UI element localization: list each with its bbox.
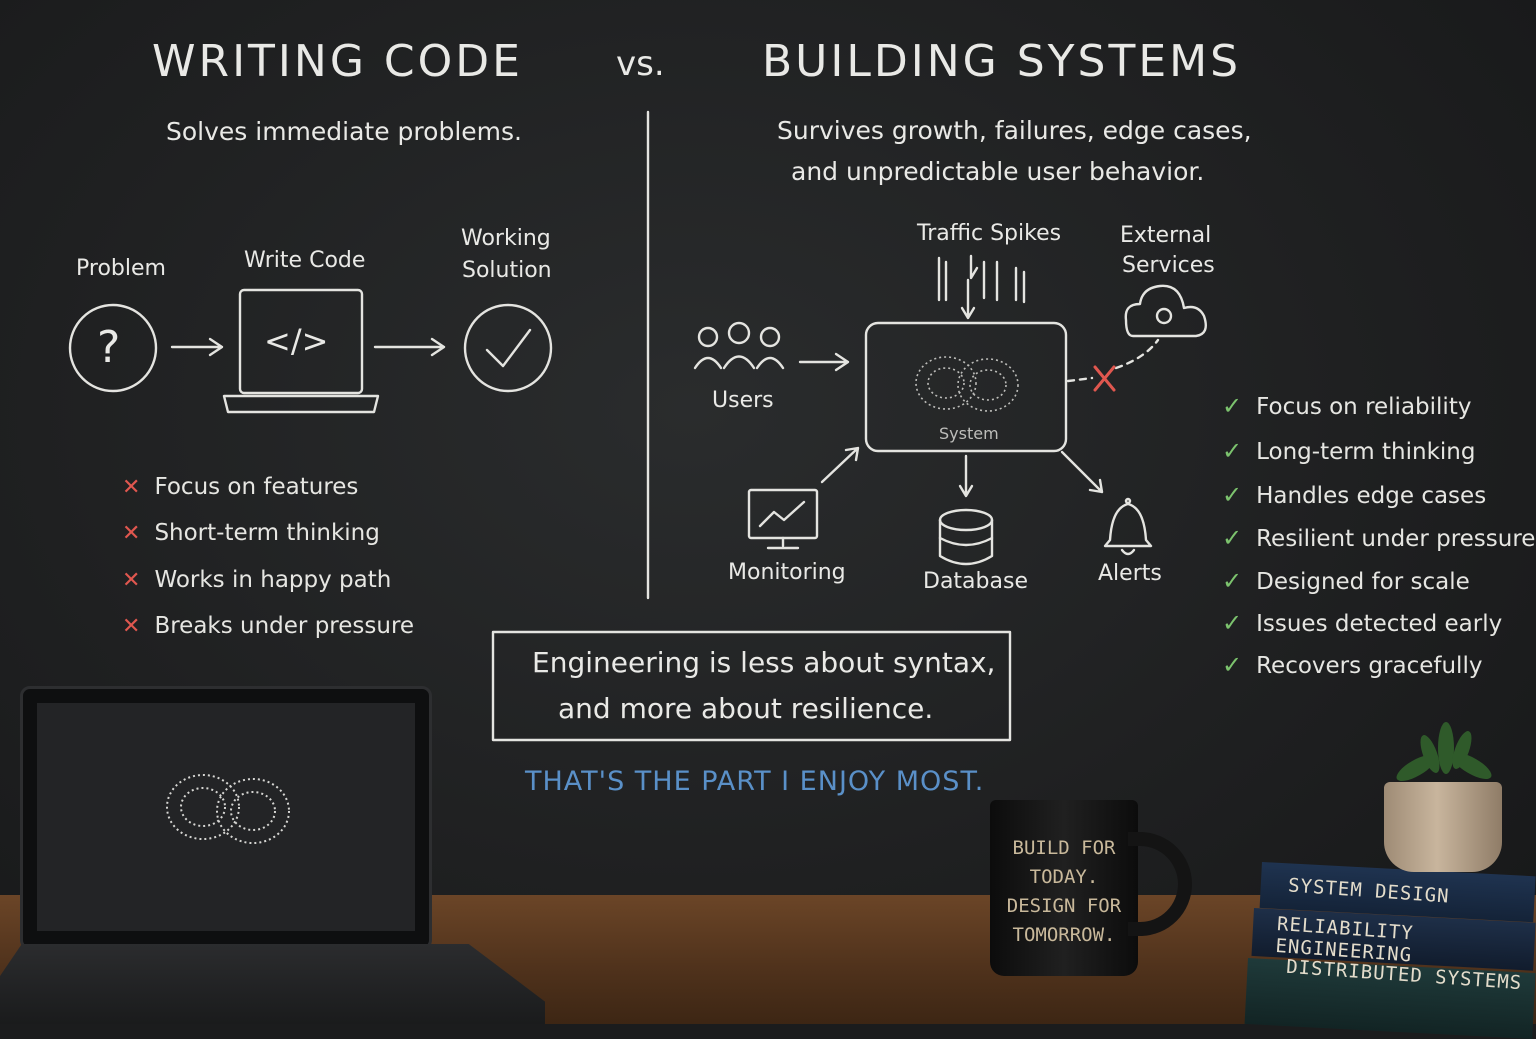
arrow-icon: [1060, 450, 1104, 494]
traffic-spikes-label: Traffic Spikes: [917, 221, 1062, 246]
right-title: BUILDING SYSTEMS: [762, 36, 1242, 87]
cross-icon: ✕: [122, 568, 141, 593]
checkmark-icon: [485, 328, 532, 368]
check-icon: ✓: [1222, 524, 1243, 552]
pro-item: ✓Long-term thinking: [1222, 437, 1476, 465]
con-item: ✕Works in happy path: [122, 567, 392, 593]
working-label-2: Solution: [462, 258, 552, 283]
arrow-icon: [958, 454, 974, 498]
users-icon: [693, 321, 785, 370]
arrow-icon: [820, 446, 860, 484]
con-item: ✕Breaks under pressure: [122, 613, 415, 639]
laptop-chalk-icon: [238, 288, 364, 395]
vs-label: vs.: [616, 44, 665, 84]
con-item: ✕Focus on features: [122, 474, 359, 500]
laptop: [20, 686, 432, 950]
alerts-label: Alerts: [1098, 561, 1162, 586]
arrow-icon: [170, 337, 224, 357]
external-label-1: External: [1120, 223, 1212, 248]
quote-box: [491, 630, 1012, 742]
pro-item: ✓Focus on reliability: [1222, 392, 1472, 420]
working-label-1: Working: [461, 226, 551, 251]
cross-icon: ✕: [122, 475, 141, 500]
check-icon: ✓: [1222, 651, 1243, 679]
check-icon: ✓: [1222, 437, 1243, 465]
traffic-spikes-icon: [937, 254, 1026, 320]
quote-line-1: Engineering is less about syntax,: [532, 646, 996, 679]
laptop-logo-icon: [166, 774, 290, 844]
tagline: THAT'S THE PART I ENJOY MOST.: [525, 766, 985, 797]
cross-icon: ✕: [122, 614, 141, 639]
check-circle-icon: [463, 303, 553, 393]
check-icon: ✓: [1222, 392, 1243, 420]
bell-icon: [1103, 497, 1153, 556]
right-subtitle-1: Survives growth, failures, edge cases,: [777, 116, 1252, 145]
pro-item: ✓Recovers gracefully: [1222, 651, 1483, 679]
quote-line-2: and more about resilience.: [558, 692, 934, 725]
users-label: Users: [712, 388, 774, 413]
system-label: System: [939, 424, 999, 443]
pro-item: ✓Issues detected early: [1222, 609, 1503, 637]
external-label-2: Services: [1122, 253, 1215, 278]
laptop-screen: [37, 703, 415, 931]
check-icon: ✓: [1222, 481, 1243, 509]
question-mark-icon: ?: [97, 322, 121, 373]
monitoring-icon: [747, 488, 819, 550]
mug-text: BUILD FOR TODAY. DESIGN FOR TOMORROW.: [1006, 837, 1122, 946]
cloud-icon: [1124, 284, 1207, 338]
left-title: WRITING CODE: [152, 36, 523, 87]
problem-label: Problem: [76, 256, 166, 281]
plant-leaves: [1396, 722, 1492, 781]
plant-pot: [1384, 782, 1502, 872]
broken-link-x-icon: [1093, 365, 1116, 392]
arrow-icon: [373, 337, 446, 357]
gear-icon: [1155, 307, 1173, 325]
mug: [990, 800, 1138, 976]
pro-item: ✓Designed for scale: [1222, 567, 1470, 595]
problem-circle-icon: [68, 303, 158, 393]
database-icon: [938, 508, 994, 566]
laptop-keyboard: [0, 944, 545, 1024]
system-box: [864, 321, 1068, 453]
system-logo-icon: [915, 356, 1019, 412]
write-code-label: Write Code: [244, 248, 366, 273]
database-label: Database: [923, 569, 1028, 594]
arrow-icon: [798, 352, 850, 372]
check-icon: ✓: [1222, 567, 1243, 595]
pro-item: ✓Resilient under pressure: [1222, 524, 1536, 552]
check-icon: ✓: [1222, 609, 1243, 637]
pro-item: ✓Handles edge cases: [1222, 481, 1487, 509]
code-tag-icon: </>: [264, 322, 329, 360]
monitoring-label: Monitoring: [728, 560, 846, 585]
right-subtitle-2: and unpredictable user behavior.: [791, 157, 1205, 186]
con-item: ✕Short-term thinking: [122, 520, 380, 546]
cross-icon: ✕: [122, 521, 141, 546]
left-subtitle: Solves immediate problems.: [166, 117, 522, 146]
